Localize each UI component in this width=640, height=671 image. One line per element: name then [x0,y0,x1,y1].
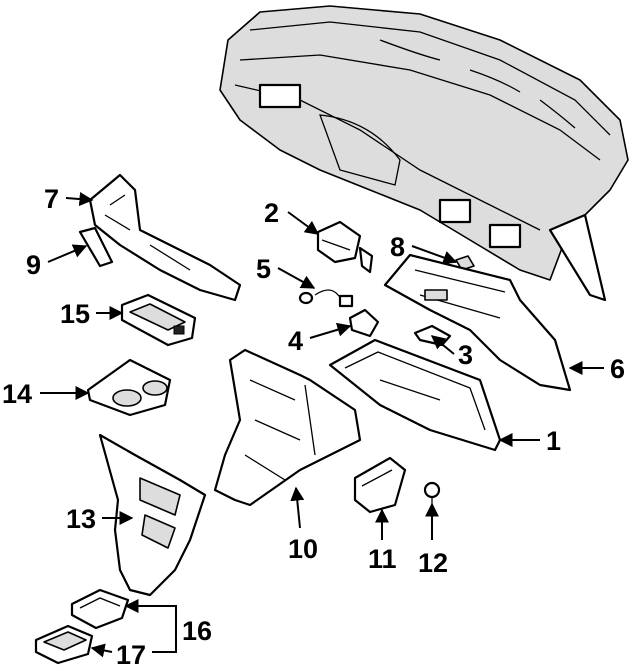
callout-17: 17 [116,640,146,670]
callout-4: 4 [288,326,303,356]
leader-5 [277,267,316,289]
part-7-trim-panel [88,173,242,302]
leader-lines [40,192,604,658]
part-12-clip [423,481,441,505]
callout-16: 16 [182,616,212,646]
callout-5: 5 [256,254,271,284]
callout-14: 14 [2,379,32,409]
callout-6: 6 [610,354,625,384]
part-5-wire-harness [298,289,354,308]
callout-8: 8 [390,232,405,262]
part-15-storage-pocket [120,293,197,347]
leader-9 [47,244,88,263]
callout-3: 3 [458,340,473,370]
leader-4 [309,322,352,339]
dashboard-panel [219,5,629,302]
callout-13: 13 [66,504,96,534]
part-9-bracket [78,226,114,268]
callout-labels: 7 9 15 14 2 5 4 8 3 6 1 10 11 12 13 16 1… [2,184,625,670]
part-17-ashtray [34,624,94,665]
part-1-glove-box-door [328,338,502,452]
leader-10 [290,486,305,529]
callout-9: 9 [26,250,41,280]
part-13-console-front [98,433,207,597]
leader-8 [411,245,458,265]
callout-15: 15 [60,299,90,329]
part-11-trim-cover [353,456,407,514]
part-2-ignition-switch [316,220,374,274]
leader-7 [65,192,94,207]
part-4-bracket [348,308,380,338]
callout-10: 10 [288,534,318,564]
callout-2: 2 [264,198,279,228]
callout-1: 1 [546,426,561,456]
leader-17 [90,643,113,658]
callout-12: 12 [418,548,448,578]
part-14-cup-holder [86,358,172,417]
part-10-console-panel [213,348,362,507]
part-6-glove-box-housing [383,253,572,392]
leader-2 [287,211,320,235]
callout-11: 11 [368,544,397,574]
leader-3 [430,335,455,355]
leader-16-bracket [168,605,177,653]
callout-7: 7 [44,184,59,214]
part-16-switch-module [70,588,130,630]
